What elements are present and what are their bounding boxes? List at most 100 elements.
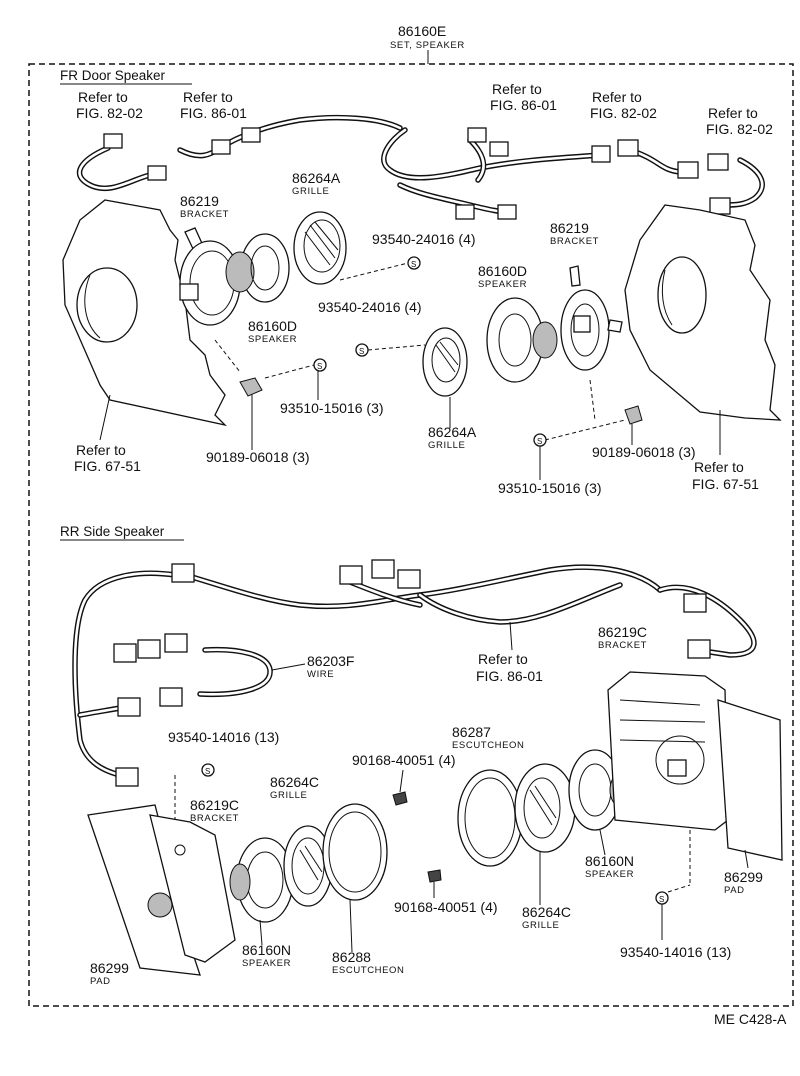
- reference-label: Refer to: [592, 89, 642, 105]
- part-number: 86160D: [248, 318, 297, 334]
- fastener-label: 93510-15016 (3): [280, 400, 384, 416]
- reference-label: Refer to: [76, 442, 126, 458]
- connector: [137, 639, 161, 659]
- front-right-harness: [617, 139, 765, 215]
- reference-label: FIG. 67-51: [692, 476, 759, 492]
- fastener-label: 90168-40051 (4): [352, 752, 456, 768]
- part-description: BRACKET: [598, 640, 647, 651]
- reference-label: FIG. 86-01: [490, 97, 557, 113]
- reference-label: Refer to: [78, 89, 128, 105]
- connector: [113, 643, 137, 663]
- part-description: BRACKET: [180, 209, 229, 220]
- part-number: 86264A: [292, 170, 341, 186]
- callout-labels: 86264AGRILLE86219BRACKET86219BRACKET8616…: [74, 81, 773, 987]
- connector: [677, 161, 699, 179]
- screw-icon: [313, 358, 327, 372]
- fastener-label: 90189-06018 (3): [206, 449, 310, 465]
- reference-label: Refer to: [183, 89, 233, 105]
- connector: [707, 153, 729, 171]
- connector: [617, 139, 639, 157]
- left-front-grille: [293, 211, 347, 285]
- rear-left-escutcheon: [322, 803, 388, 901]
- fastener-label: 93540-24016 (4): [318, 299, 422, 315]
- left-door-panel: [62, 199, 228, 427]
- front-section-title: FR Door Speaker: [54, 67, 196, 85]
- reference-label: FIG. 86-01: [476, 668, 543, 684]
- clip-icon: [239, 377, 263, 397]
- part-number: 86264C: [522, 904, 571, 920]
- part-number: 86160N: [585, 853, 634, 869]
- part-description: GRILLE: [522, 920, 559, 931]
- connector: [489, 141, 509, 157]
- fastener-label: 93540-14016 (13): [168, 729, 279, 745]
- connector: [339, 565, 363, 585]
- connector: [159, 687, 183, 707]
- rear-left-bracket: [149, 814, 236, 963]
- connector: [164, 633, 188, 653]
- part-description: SPEAKER: [242, 958, 291, 969]
- rear-left-pad: [87, 804, 201, 976]
- part-description: GRILLE: [292, 186, 329, 197]
- reference-label: Refer to: [492, 81, 542, 97]
- svg-text:S: S: [205, 767, 210, 776]
- part-number: 86219: [180, 193, 219, 209]
- connector: [709, 197, 731, 215]
- part-number: 86219: [550, 220, 589, 236]
- part-description: SPEAKER: [478, 279, 527, 290]
- connector: [683, 593, 707, 613]
- part-number: 86299: [724, 869, 763, 885]
- fastener-label: 93540-14016 (13): [620, 944, 731, 960]
- rear-right-bracket: [607, 671, 729, 831]
- left-screw-leader: [339, 262, 409, 281]
- fastener-label: 90168-40051 (4): [394, 899, 498, 915]
- fastener-label: 90189-06018 (3): [592, 444, 696, 460]
- set-part-number: 86160E: [398, 23, 446, 39]
- svg-text:S: S: [359, 347, 364, 356]
- part-number: 86203F: [307, 653, 354, 669]
- right-front-grille: [422, 327, 468, 397]
- connector: [241, 127, 261, 143]
- svg-text:S: S: [659, 895, 664, 904]
- screw-icon: [201, 763, 215, 777]
- svg-text:S: S: [317, 362, 322, 371]
- rear-right-grille: [514, 763, 576, 853]
- connector: [687, 639, 711, 659]
- reference-label: FIG. 82-02: [706, 121, 773, 137]
- part-number: 86160D: [478, 263, 527, 279]
- part-description: PAD: [90, 976, 111, 987]
- connector: [115, 767, 139, 787]
- part-description: GRILLE: [270, 790, 307, 801]
- connector: [171, 563, 195, 583]
- part-number: 86219C: [190, 797, 239, 813]
- rear-right-pad: [717, 699, 783, 861]
- svg-text:S: S: [411, 260, 416, 269]
- fastener-label: 93510-15016 (3): [498, 480, 602, 496]
- front-left-harness: [76, 114, 403, 192]
- part-number: 86160N: [242, 942, 291, 958]
- connector: [211, 139, 231, 155]
- set-boundary: [28, 63, 794, 1007]
- rear-left-speaker: [229, 837, 294, 923]
- part-description: GRILLE: [428, 440, 465, 451]
- front-section-label: FR Door Speaker: [60, 68, 166, 83]
- front-center-harness: [381, 127, 611, 220]
- reference-label: FIG. 67-51: [74, 458, 141, 474]
- reference-label: Refer to: [694, 459, 744, 475]
- part-description: WIRE: [307, 669, 334, 680]
- left-front-speaker: [225, 233, 290, 303]
- rear-right-escutcheon: [457, 769, 523, 867]
- fastener-label: 93540-24016 (4): [372, 231, 476, 247]
- svg-text:S: S: [537, 437, 542, 446]
- rear-harness: [72, 559, 757, 787]
- clip-icon: [624, 405, 643, 425]
- connector: [497, 204, 517, 220]
- right-door-panel: [624, 204, 782, 421]
- part-number: 86299: [90, 960, 129, 976]
- rear-section-title: RR Side Speaker: [60, 524, 184, 541]
- left-screw-leader-3: [264, 364, 315, 379]
- set-description: SET, SPEAKER: [390, 40, 465, 51]
- part-number: 86287: [452, 724, 491, 740]
- part-number: 86288: [332, 949, 371, 965]
- part-number: 86264C: [270, 774, 319, 790]
